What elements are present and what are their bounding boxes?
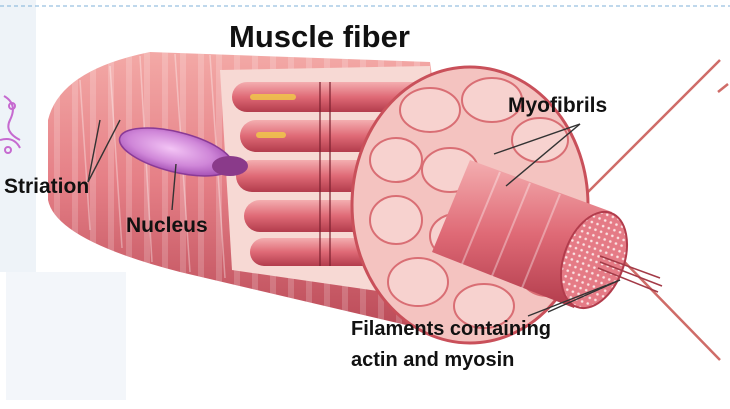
striation-label: Striation [4,175,89,199]
diagram-title: Muscle fiber [229,19,410,55]
background-panel [6,272,126,400]
myofibrils-label: Myofibrils [508,94,607,118]
nucleus-label: Nucleus [126,214,208,238]
background-panel [0,0,36,272]
filaments-label-line2: actin and myosin [351,345,551,376]
filaments-label-line1: Filaments containing [351,314,551,345]
nucleus-shape [212,156,248,176]
filaments-label: Filaments containing actin and myosin [351,314,551,376]
